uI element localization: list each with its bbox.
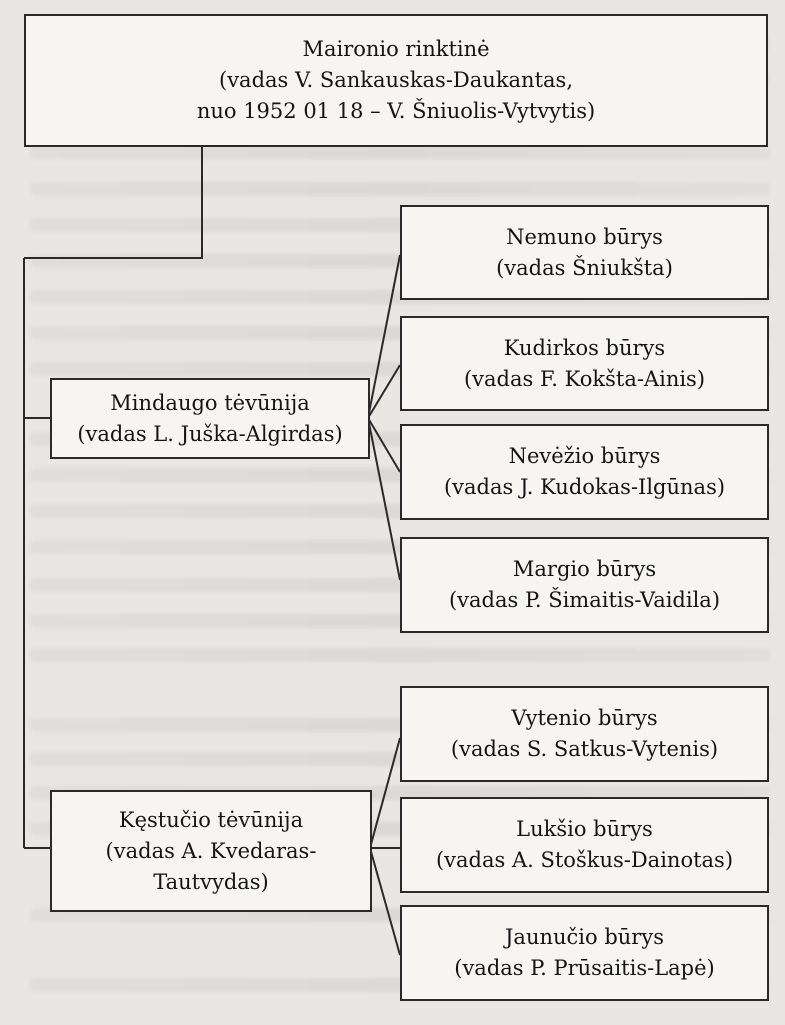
unit-title: Lukšio būrys (516, 817, 653, 841)
root-leader: (vadas V. Sankauskas-Daukantas, (219, 68, 573, 92)
unit-title: Nemuno būrys (506, 224, 663, 249)
unit-leader: (vadas P. Šimaitis-Vaidila) (448, 588, 721, 612)
kestucio-to-vytenio (369, 737, 401, 849)
district-leader: (vadas A. Kvedaras- (105, 838, 317, 863)
unit-node-luksio: Lukšio būrys (vadas A. Stoškus-Dainotas) (400, 797, 769, 893)
mindaugo-to-nemuno (367, 254, 401, 419)
mindaugo-to-margio (367, 417, 401, 581)
unit-title: Vytenio būrys (511, 706, 658, 730)
unit-node-nemuno: Nemuno būrys (vadas Šniukšta) (400, 205, 769, 300)
district-leader: (vadas L. Juška-Algirdas) (77, 421, 343, 446)
unit-node-jauncio: Jaunučio būrys (vadas P. Prūsaitis-Lapė) (400, 905, 769, 1001)
district-node-kestucio: Kęstučio tėvūnija (vadas A. Kvedaras- Ta… (50, 790, 372, 912)
unit-node-margio: Margio būrys (vadas P. Šimaitis-Vaidila) (400, 537, 769, 633)
mindaugo-to-nevezio (367, 417, 401, 473)
district-title: Kęstučio tėvūnija (118, 807, 304, 832)
kestucio-to-jauncio (369, 847, 401, 956)
unit-leader: (vadas S. Satkus-Vytenis) (450, 737, 719, 761)
unit-leader: (vadas J. Kudokas-Ilgūnas) (443, 475, 726, 499)
unit-leader: (vadas P. Prūsaitis-Lapė) (454, 956, 715, 980)
unit-node-kudirkos: Kudirkos būrys (vadas F. Kokšta-Ainis) (400, 316, 769, 411)
district-node-mindaugo: Mindaugo tėvūnija (vadas L. Juška-Algird… (50, 378, 370, 459)
root-leader-successor: nuo 1952 01 18 – V. Šniuolis-Vytvytis) (196, 99, 596, 123)
unit-title: Nevėžio būrys (508, 444, 661, 468)
root-title: Maironio rinktinė (302, 37, 490, 61)
root-node-maironio: Maironio rinktinė (vadas V. Sankauskas-D… (24, 14, 768, 147)
district-leader-cont: Tautvydas) (153, 869, 269, 894)
unit-title: Kudirkos būrys (503, 335, 666, 360)
unit-leader: (vadas F. Kokšta-Ainis) (463, 366, 706, 391)
unit-node-vytenio: Vytenio būrys (vadas S. Satkus-Vytenis) (400, 686, 769, 782)
unit-title: Jaunučio būrys (505, 925, 664, 949)
unit-leader: (vadas Šniukšta) (496, 255, 673, 280)
root-connector (24, 146, 203, 259)
mindaugo-to-kudirkos (367, 364, 401, 419)
district-title: Mindaugo tėvūnija (110, 390, 310, 415)
unit-node-nevezio: Nevėžio būrys (vadas J. Kudokas-Ilgūnas) (400, 424, 769, 520)
unit-leader: (vadas A. Stoškus-Dainotas) (435, 848, 734, 872)
unit-title: Margio būrys (512, 557, 657, 581)
